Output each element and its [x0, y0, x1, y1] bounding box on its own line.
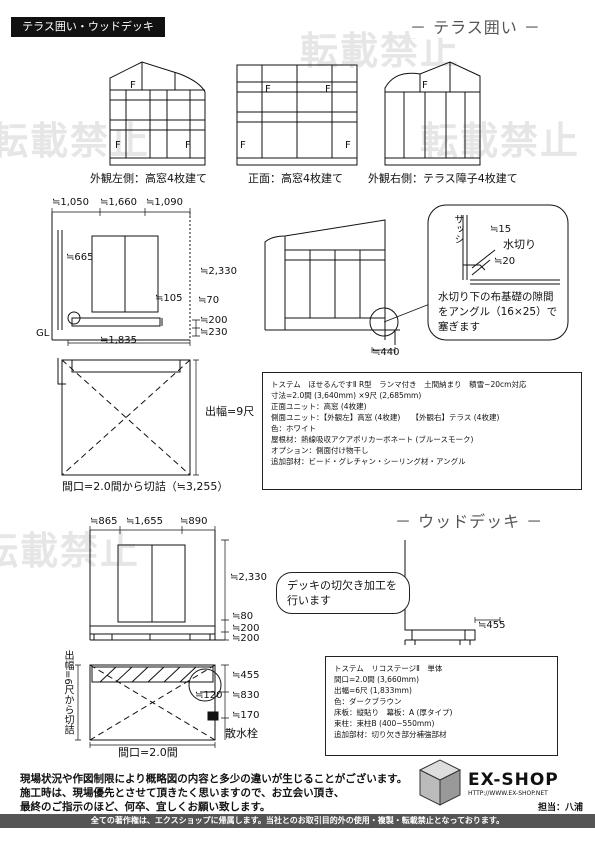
pane-mark: F: [115, 140, 121, 151]
terrace-side-elevation: [264, 219, 441, 353]
terrace-front-elevation: [236, 64, 358, 166]
terrace-depth-label: 出幅=9尺: [205, 405, 255, 418]
page-title: テラス囲い・ウッドデッキ: [11, 17, 165, 37]
sash-label: サッシ: [452, 214, 463, 244]
brand-url: HTTP://WWW.EX-SHOP.NET: [468, 790, 548, 797]
view-front-caption: 正面：高窓4枚建て: [248, 172, 343, 185]
spec-line: 寸法=2.0間 (3,640mm) ×9尺 (2,685mm): [271, 391, 422, 400]
terrace-left-elevation: [109, 61, 206, 166]
spec-line: 屋根材：熱線吸収アクアポリカーボネート (ブルースモーク): [271, 435, 474, 444]
spec-line: 色：ホワイト: [271, 424, 316, 433]
sash-note: 水切り下の布基礎の隙間をアングル（16×25）で塞ぎます: [438, 291, 558, 333]
dim-terrace-230: ≒230: [200, 327, 228, 338]
dim-terrace-w2: ≒1,660: [100, 197, 138, 208]
sash-detail-bubble: [427, 204, 569, 341]
section-terrace-label: － テラス囲い －: [410, 14, 541, 38]
dim-terrace-440: ≒440: [372, 347, 400, 358]
spec-line: 側面ユニット：【外観左】高窓 (4枚建) 【外観右】テラス (4枚建): [271, 413, 500, 422]
mizukiri-label: 水切り: [503, 238, 536, 251]
pane-mark: F: [422, 80, 428, 91]
copyright-footer: 全ての著作権は、エクスショップに帰属します。当社とのお取引目的外の使用・複製・転…: [0, 814, 595, 828]
staff-label: 担当：八浦: [538, 803, 584, 813]
site-notes: 現場状況や作図制限により概略図の内容と多少の違いが生じることがございます。 施工…: [20, 772, 407, 814]
view-left-caption: 外観左側：高窓4枚建て: [90, 172, 207, 185]
terrace-width-label: 間口=2.0間から切詰（≒3,255）: [62, 480, 229, 493]
spec-line: 束柱：束柱B (400~550mm): [334, 719, 435, 728]
dim-deck-200b: ≒200: [232, 633, 260, 644]
deck-plan: [75, 664, 229, 748]
dim-terrace-70: ≒70: [198, 295, 220, 306]
note-line: 現場状況や作図制限により概略図の内容と多少の違いが生じることがございます。: [20, 773, 408, 785]
spec-line: トステム リコステージⅡ 単体: [334, 664, 443, 673]
pane-mark: F: [240, 140, 246, 151]
terrace-spec-box: トステム ほせるんですⅡ R型 ランマ付き 土間納まり 積雪~20cm対応 寸法…: [262, 372, 582, 490]
note-line: 最終のご指示のほど、何卒、宜しくお願い致します。: [20, 801, 271, 813]
spec-line: 色：ダークブラウン: [334, 697, 402, 706]
dim-terrace-w3: ≒1,090: [146, 197, 184, 208]
spec-line: オプション：側面付け物干し: [271, 446, 369, 455]
pane-mark: F: [325, 84, 331, 95]
section-deck-label: － ウッドデッキ －: [395, 508, 544, 532]
dim-terrace-105: ≒105: [155, 293, 183, 304]
pane-mark: F: [265, 84, 271, 95]
view-right-caption: 外観右側：テラス障子4枚建て: [368, 172, 518, 185]
brand-name: EX-SHOP: [468, 770, 559, 790]
deck-spec-box: トステム リコステージⅡ 単体 間口=2.0間 (3,660mm) 出幅=6尺 …: [325, 656, 558, 756]
deck-depth-label: 出幅=6尺から切詰: [62, 650, 73, 735]
dim-deck-2330: ≒2,330: [230, 572, 268, 583]
dim-sash-20: ≒20: [494, 256, 516, 267]
note-line: 施工時は、現場優先とさせて頂きたく思いますので、お立会い頂き、: [20, 787, 345, 799]
pane-mark: F: [345, 140, 351, 151]
spec-line: 床板：縦貼り 幕板：A (厚タイプ): [334, 708, 453, 717]
dim-deck-w3: ≒890: [180, 516, 208, 527]
pane-mark: F: [130, 80, 136, 91]
spec-line: 間口=2.0間 (3,660mm): [334, 675, 420, 684]
spec-line: トステム ほせるんですⅡ R型 ランマ付き 土間納まり 積雪~20cm対応: [271, 380, 527, 389]
dim-sash-15: ≒15: [490, 224, 512, 235]
dim-deck-w1: ≒865: [90, 516, 118, 527]
deck-front-elevation: [89, 526, 229, 641]
dim-deck-200a: ≒200: [232, 623, 260, 634]
deck-callout: デッキの切欠き加工を行います: [276, 572, 410, 614]
dim-deck-120: ≒120: [195, 690, 223, 701]
dim-deck-170: ≒170: [232, 710, 260, 721]
spec-line: 追加部材：切り欠き部分補強部材: [334, 730, 447, 739]
terrace-right-elevation: [384, 61, 481, 166]
drain-label: 散水栓: [225, 727, 258, 740]
dim-terrace-2330: ≒2,330: [200, 266, 238, 277]
dim-terrace-1835: ≒1,835: [100, 335, 138, 346]
dim-terrace-w1: ≒1,050: [52, 197, 90, 208]
terrace-front-plan: [51, 208, 200, 476]
dim-deck-455-side: ≒455: [478, 620, 506, 631]
dim-deck-80: ≒80: [232, 611, 254, 622]
dim-deck-455: ≒455: [232, 670, 260, 681]
dim-deck-830: ≒830: [232, 690, 260, 701]
pane-mark: F: [185, 140, 191, 151]
brand-logo-cube: [418, 759, 462, 806]
gl-label: GL: [36, 328, 50, 339]
dim-terrace-665: ≒665: [66, 252, 94, 263]
spec-line: 追加部材：ビード・グレチャン・シーリング材・アングル: [271, 457, 466, 466]
deck-width-label: 間口=2.0間: [118, 746, 178, 759]
dim-deck-w2: ≒1,655: [126, 516, 164, 527]
spec-line: 出幅=6尺 (1,833mm): [334, 686, 412, 695]
spec-line: 正面ユニット：高窓 (4枚建): [271, 402, 367, 411]
dim-terrace-200: ≒200: [200, 315, 228, 326]
